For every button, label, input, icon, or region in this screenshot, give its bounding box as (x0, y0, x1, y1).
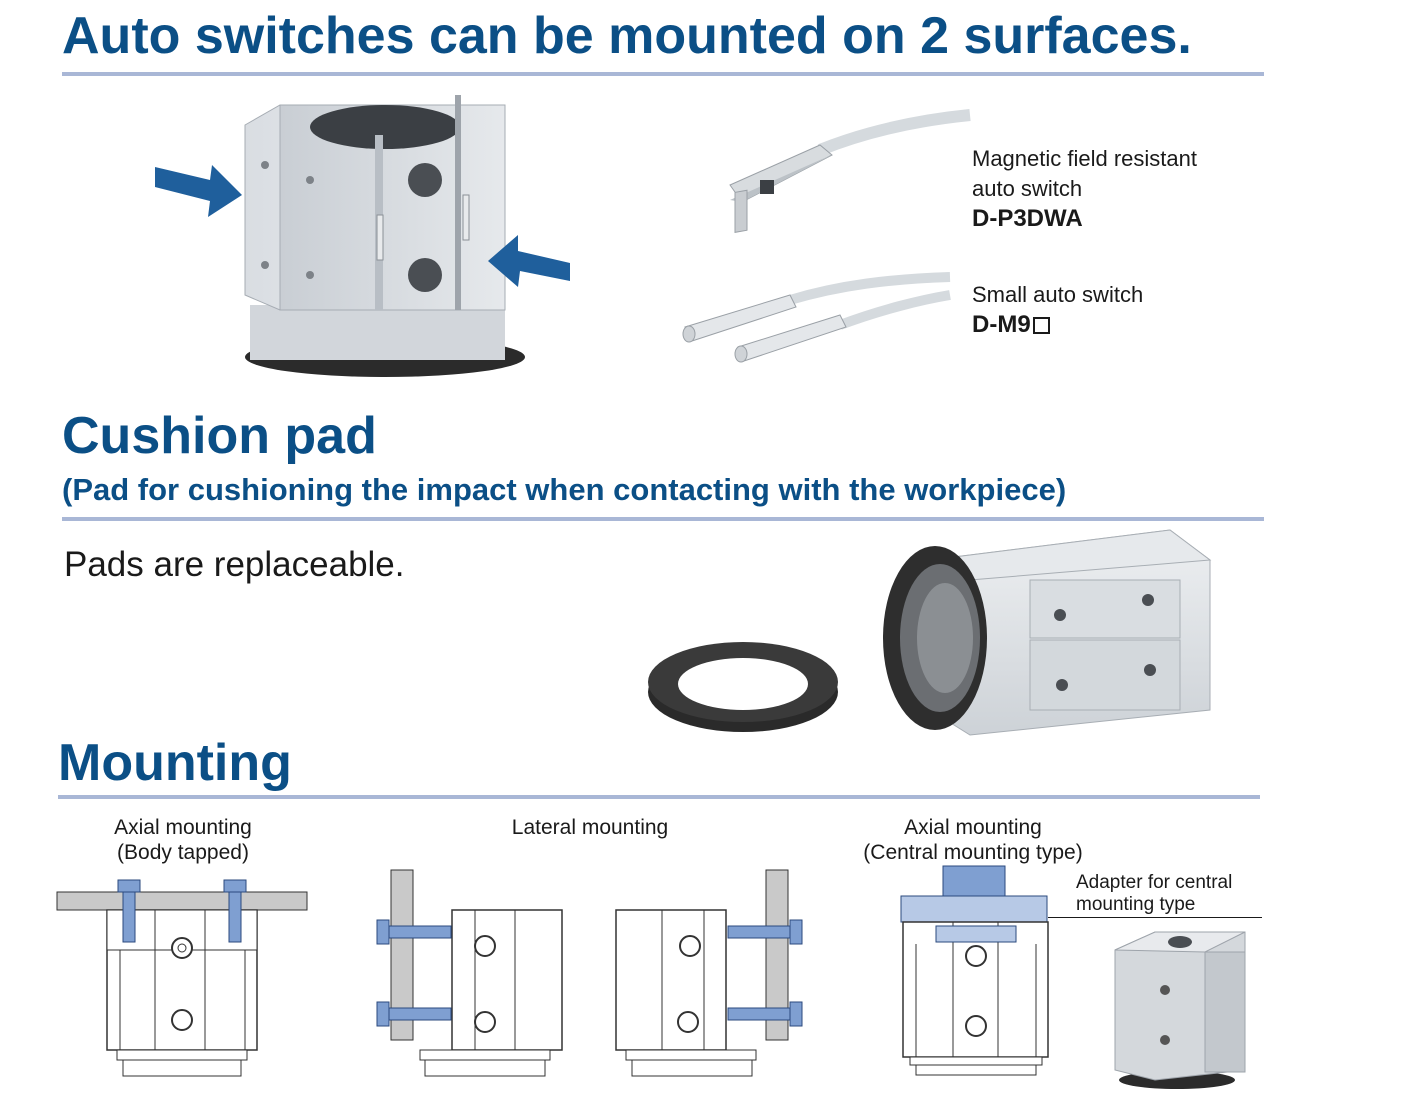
cushion-divider (62, 517, 1264, 521)
axial-caption-line2: (Body tapped) (117, 841, 249, 864)
cylinder-with-cushion-pad-photo (883, 529, 1212, 736)
arrow-icon (488, 235, 570, 287)
axial-mounting-body-tapped-diagram (56, 879, 308, 1077)
auto-switch-divider (62, 72, 1264, 76)
switch-2-description: Small auto switch D-M9 (972, 280, 1143, 340)
cushion-pad-heading: Cushion pad (62, 407, 377, 465)
axial-caption-line1: Axial mounting (114, 816, 252, 839)
cylinder-photo-switch-surfaces (155, 95, 570, 377)
cushion-pad-subtitle: (Pad for cushioning the impact when cont… (62, 472, 1067, 507)
axial-central-caption: Axial mounting (Central mounting type) (833, 815, 1113, 865)
cushion-pad-ring-photo (648, 642, 838, 732)
variant-box-icon (1032, 317, 1050, 334)
mounting-divider (58, 795, 1260, 799)
adapter-leader-line (1048, 917, 1262, 918)
axial-mounting-central-diagram (900, 865, 1049, 1076)
adapter-caption: Adapter for central mounting type (1076, 872, 1232, 916)
central-caption-line2: (Central mounting type) (863, 841, 1083, 864)
switch-2-model: D-M9 (972, 311, 1031, 338)
adapter-caption-line2: mounting type (1076, 894, 1196, 915)
switch-1-desc-line1: Magnetic field resistant (972, 146, 1197, 171)
lateral-mounting-right-diagram (615, 869, 803, 1077)
arrow-icon (155, 165, 242, 217)
switch-1-model: D-P3DWA (972, 205, 1083, 232)
adapter-caption-line1: Adapter for central (1076, 872, 1233, 893)
small-auto-switch-photo (682, 272, 951, 363)
axial-body-tapped-caption: Axial mounting (Body tapped) (83, 815, 283, 865)
lateral-mounting-caption: Lateral mounting (480, 815, 700, 840)
central-caption-line1: Axial mounting (904, 816, 1042, 839)
switch-2-desc-line1: Small auto switch (972, 282, 1144, 307)
mounting-heading: Mounting (58, 734, 292, 792)
switch-1-desc-line2: auto switch (972, 176, 1083, 201)
magnetic-field-resistant-switch-photo (729, 109, 971, 233)
lateral-mounting-left-diagram (376, 869, 563, 1077)
lateral-caption-line1: Lateral mounting (511, 816, 669, 839)
pads-replaceable-note: Pads are replaceable. (64, 545, 405, 584)
central-mounting-adapter-photo (1114, 931, 1246, 1089)
auto-switch-heading: Auto switches can be mounted on 2 surfac… (62, 7, 1192, 65)
switch-1-description: Magnetic field resistant auto switch D-P… (972, 144, 1197, 234)
